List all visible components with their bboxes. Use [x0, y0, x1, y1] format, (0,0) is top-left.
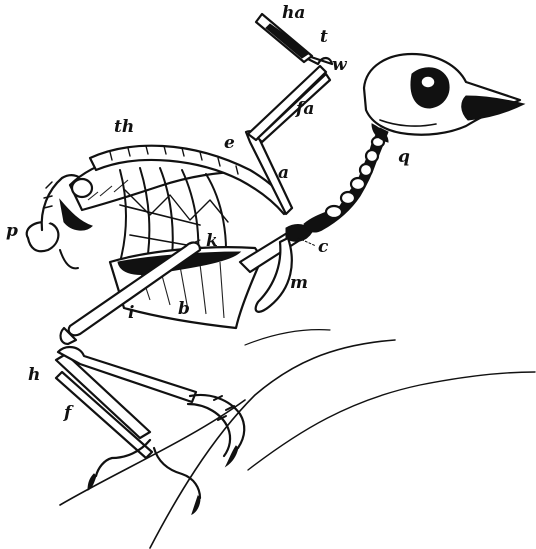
label-t: t [320, 27, 328, 47]
label-ha: ha [282, 3, 305, 23]
label-m: m [290, 273, 308, 293]
label-p: p [6, 221, 18, 241]
cervical-vertebrae [304, 128, 388, 232]
label-i: i [128, 303, 134, 323]
label-e: e [224, 133, 235, 153]
label-th: th [114, 117, 134, 137]
label-q: q [398, 147, 410, 167]
label-w: w [332, 55, 348, 75]
skull [364, 54, 524, 142]
label-h: h [28, 365, 40, 385]
label-f: f [63, 403, 74, 423]
coracoid-furcula [240, 225, 312, 312]
label-fa: fa [295, 99, 314, 119]
label-b: b [178, 299, 190, 319]
label-k: k [206, 231, 218, 251]
label-c: c [318, 237, 329, 257]
label-a: a [278, 163, 289, 183]
